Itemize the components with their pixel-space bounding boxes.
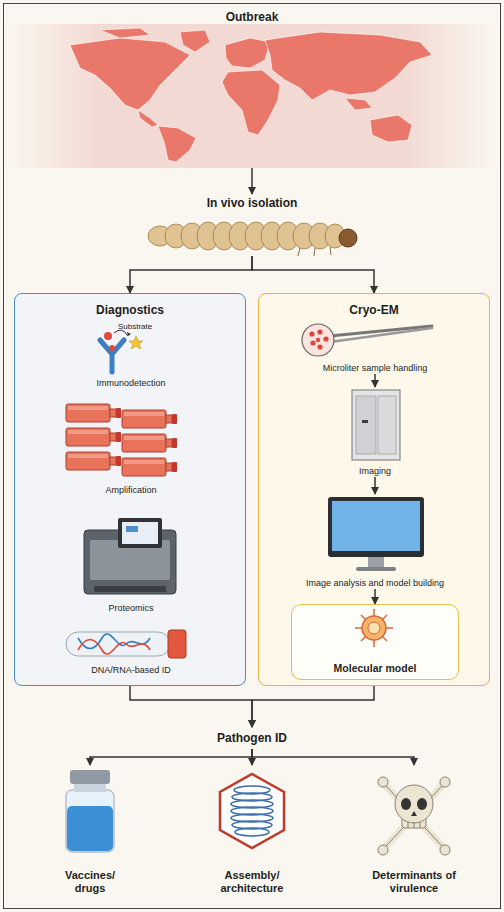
flow-arrow xyxy=(252,749,414,765)
flow-arrow xyxy=(130,686,252,727)
step-item: Microliter sample handling xyxy=(279,322,471,374)
step-item: Imaging xyxy=(319,387,431,477)
node-label: Cryo-EM xyxy=(349,303,398,317)
antibody-icon xyxy=(100,330,143,372)
diagnostics-panel xyxy=(14,293,246,686)
sample-tube xyxy=(66,630,186,658)
result-node: Pathogen ID xyxy=(190,727,314,749)
method-item: Immunodetection xyxy=(65,324,197,389)
outcome-item: Assembly/ architecture xyxy=(182,765,322,895)
diagnostics-box: DiagnosticsImmunodetectionAmplificationP… xyxy=(14,293,246,686)
flow-arrow xyxy=(374,477,376,494)
model-panel xyxy=(290,603,458,679)
node-label: Imaging xyxy=(359,466,391,477)
map-band xyxy=(4,24,500,168)
cryo-em-panel xyxy=(258,293,490,686)
flow-arrow xyxy=(90,749,252,765)
cryo-em-box: Cryo-EM Microliter sample handlingImaging… xyxy=(258,293,490,686)
culture-flasks xyxy=(66,404,177,476)
outcome-item: Determinants of virulence xyxy=(344,765,484,895)
vaccine-vial xyxy=(66,770,114,852)
monitor xyxy=(328,497,424,571)
node-label: Diagnostics xyxy=(96,303,164,317)
flow-arrow xyxy=(252,686,374,727)
node-label: Determinants of virulence xyxy=(369,869,459,895)
world-map xyxy=(70,28,432,162)
isolation-stage: In vivo isolation xyxy=(140,194,364,256)
larva xyxy=(148,222,357,256)
frame xyxy=(4,4,501,909)
model-box: Molecular model xyxy=(291,604,459,680)
node-label: Molecular model xyxy=(334,662,417,675)
mass-spectrometer xyxy=(84,518,176,594)
node-label: Image analysis and model building xyxy=(306,578,444,589)
node-label: Amplification xyxy=(105,485,156,496)
node-label: Immunodetection xyxy=(96,378,165,389)
node-label: Proteomics xyxy=(108,603,153,614)
method-item: DNA/RNA-based ID xyxy=(55,626,207,676)
node-label: Microliter sample handling xyxy=(323,363,428,374)
node-label: Vaccines/ drugs xyxy=(50,869,130,895)
flow-arrow xyxy=(252,256,374,293)
icon-label: Substrate xyxy=(118,322,152,331)
map-region: Outbreak xyxy=(60,6,444,168)
microscope xyxy=(352,390,400,460)
method-item: Proteomics xyxy=(55,514,207,614)
grid-and-tweezers xyxy=(302,324,432,356)
node-label: Outbreak xyxy=(226,10,279,24)
node-label: In vivo isolation xyxy=(207,196,298,210)
method-item: Amplification xyxy=(55,396,207,496)
skull-crossbones xyxy=(378,777,450,855)
flow-arrow xyxy=(251,168,253,194)
node-label: Assembly/ architecture xyxy=(210,869,294,895)
flow-arrow xyxy=(130,256,252,293)
flow-arrow xyxy=(374,589,376,604)
outcome-item: Vaccines/ drugs xyxy=(20,765,160,895)
node-label: Pathogen ID xyxy=(217,731,287,745)
virus-icon xyxy=(355,609,393,647)
step-item: Image analysis and model building xyxy=(269,494,481,589)
helix-hexagon xyxy=(220,774,284,848)
flow-arrow xyxy=(374,374,376,387)
node-label: DNA/RNA-based ID xyxy=(91,665,171,676)
